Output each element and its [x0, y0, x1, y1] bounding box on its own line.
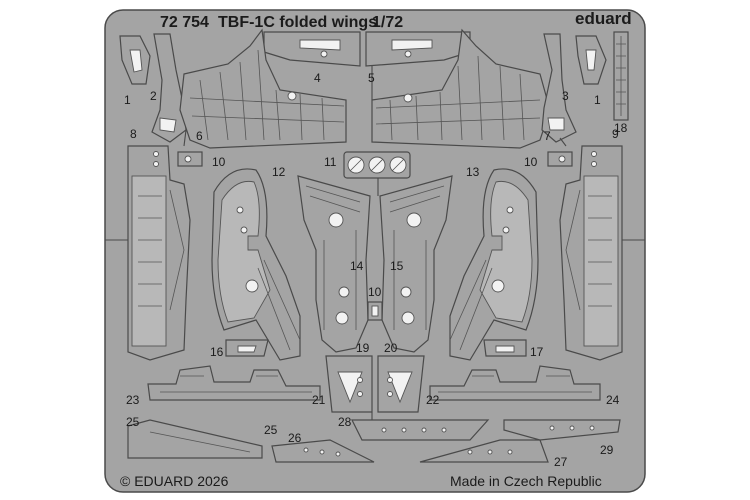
part-7-wing-panel: [371, 28, 551, 149]
part-number-label: 23: [126, 393, 140, 407]
copyright-text: © EDUARD 2026: [120, 473, 229, 489]
brand-logo: eduard: [575, 9, 632, 28]
part-number-label: 15: [390, 259, 404, 273]
part-number-label: 3: [562, 89, 569, 103]
part-number-label: 28: [338, 415, 352, 429]
part-26: [271, 439, 375, 463]
part-15-panel: [379, 175, 453, 353]
part-10-right: [547, 151, 573, 167]
part-number-label: 20: [384, 341, 398, 355]
part-number-label: 21: [312, 393, 326, 407]
part-number-label: 2: [150, 89, 157, 103]
sheet-code: 72 754: [160, 14, 209, 31]
part-10-center: [367, 301, 383, 321]
part-number-label: 29: [600, 443, 614, 457]
part-9-side-frame: [559, 145, 623, 361]
part-10-left: [177, 151, 203, 167]
origin-text: Made in Czech Republic: [450, 473, 602, 489]
part-number-label: 18: [614, 121, 628, 135]
part-number-labels: 1 2 4 5 3 1 18 8 6 7 9 10 11 10 12 13 14…: [124, 71, 628, 469]
part-28: [351, 419, 490, 441]
part-8-side-frame: [127, 145, 191, 361]
part-number-label: 11: [324, 155, 337, 169]
part-25: [127, 419, 263, 459]
part-6-wing-panel: [179, 28, 347, 149]
part-13-panel: [449, 168, 539, 361]
part-19-21: [325, 355, 373, 413]
part-number-label: 1: [594, 93, 601, 107]
part-11: [343, 151, 411, 179]
part-14-panel: [297, 175, 371, 353]
part-4: [263, 31, 361, 67]
sheet-scale: 1/72: [372, 14, 403, 31]
part-number-label: 25: [264, 423, 278, 437]
part-12-panel: [211, 168, 301, 361]
part-number-label: 26: [288, 431, 302, 445]
part-number-label: 24: [606, 393, 620, 407]
part-number-label: 7: [544, 129, 551, 143]
part-number-label: 16: [210, 345, 224, 359]
part-number-label: 10: [212, 155, 226, 169]
part-number-label: 10: [368, 285, 382, 299]
part-2-left: [151, 33, 187, 143]
part-16: [225, 339, 269, 357]
part-number-label: 1: [124, 93, 131, 107]
part-3-right: [541, 33, 577, 143]
part-23: [147, 365, 321, 401]
part-number-label: 8: [130, 127, 137, 141]
part-number-label: 9: [612, 127, 619, 141]
part-1-left: [119, 35, 151, 85]
sprue-lines: [105, 66, 645, 420]
part-18-strip: [613, 31, 629, 121]
part-20-22: [377, 355, 425, 413]
part-17: [483, 339, 527, 357]
part-number-label: 19: [356, 341, 370, 355]
part-number-label: 14: [350, 259, 364, 273]
part-number-label: 5: [368, 71, 375, 85]
part-number-label: 4: [314, 71, 321, 85]
part-29: [503, 419, 621, 441]
sheet-title: TBF-1C folded wings: [218, 14, 377, 31]
part-5: [365, 31, 471, 67]
part-24: [429, 365, 601, 401]
part-number-label: 27: [554, 455, 568, 469]
part-number-label: 10: [524, 155, 538, 169]
part-number-label: 22: [426, 393, 440, 407]
part-number-label: 17: [530, 345, 544, 359]
part-number-label: 6: [196, 129, 203, 143]
part-number-label: 25: [126, 415, 140, 429]
part-1-right: [575, 35, 607, 85]
part-number-label: 13: [466, 165, 480, 179]
part-number-label: 12: [272, 165, 286, 179]
